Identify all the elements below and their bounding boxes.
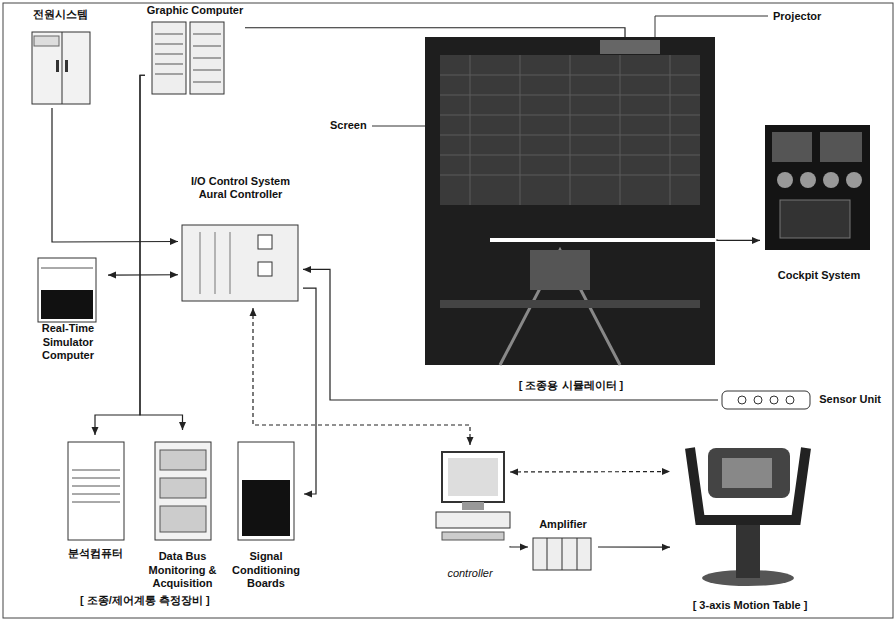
simulator-photo [425, 37, 716, 365]
connector [108, 271, 178, 278]
connector-line [245, 28, 625, 37]
arrowhead [520, 544, 528, 551]
arrowhead [752, 237, 760, 244]
arrowhead [170, 238, 178, 245]
arrowhead [250, 308, 257, 316]
cockpit-box: Cockpit System [760, 122, 878, 282]
amplifier-drawing [533, 538, 591, 570]
connector-line [303, 269, 718, 400]
connector [598, 544, 670, 551]
connector-line [108, 274, 178, 276]
arrowhead [304, 491, 312, 498]
arrowhead [662, 468, 670, 475]
simulator-photo-box: [ 조종용 시뮬레이터 ] [425, 37, 717, 392]
cabinet-drawing [32, 32, 90, 104]
data-bus-rack: Data Bus Monitoring & Acquisition [140, 430, 225, 590]
device-label: Real-Time Simulator Computer [28, 322, 108, 362]
rack-drawing [238, 442, 294, 540]
device-label: 전원시스템 [33, 8, 88, 21]
device-label: Signal Conditioning Boards [228, 550, 304, 590]
leader-line [372, 126, 425, 127]
sensor-unit: Sensor Unit [718, 385, 883, 415]
analysis-computer: 분석컴퓨터 [55, 435, 135, 560]
arrowhead [662, 544, 670, 551]
computer-drawing [68, 442, 124, 540]
rack-drawing [155, 442, 211, 540]
frame-border [3, 3, 893, 618]
connector [510, 468, 670, 475]
device-label: [ 3-axis Motion Table ] [693, 599, 808, 612]
device-label: [ 조종용 시뮬레이터 ] [519, 379, 624, 392]
computer-drawing [38, 258, 96, 322]
motion-table-drawing [690, 448, 806, 586]
device-label: 분석컴퓨터 [68, 547, 123, 560]
sensor-drawing [722, 391, 810, 409]
device-label: Sensor Unit [819, 393, 883, 406]
computer-drawing [152, 22, 224, 94]
leader-line [655, 16, 768, 37]
arrowhead [303, 266, 311, 273]
arrowhead [467, 437, 474, 445]
connector [140, 75, 186, 430]
part-label: Screen [330, 119, 367, 132]
connector-line [598, 546, 670, 547]
graphic-computer: Graphic Computer [145, 4, 245, 99]
connector [52, 108, 178, 245]
connector [303, 288, 316, 497]
connector [510, 544, 528, 551]
device-label: controller [447, 567, 492, 580]
group-caption: [ 조종/제어계통 측정장비 ] [80, 594, 210, 607]
connector-line [510, 471, 670, 473]
motion-table: [ 3-axis Motion Table ] [670, 432, 830, 612]
io-control-box: I/O Control System Aural Controller [178, 175, 303, 308]
connector [92, 75, 146, 435]
arrowhead [510, 468, 518, 475]
connector [303, 266, 718, 400]
io-rack-drawing [182, 225, 298, 301]
connector-line [253, 308, 470, 445]
connector [250, 308, 474, 445]
connector-line [303, 288, 316, 494]
device-label: Cockpit System [778, 269, 861, 282]
connector-line [140, 75, 183, 430]
device-label: Amplifier [539, 518, 587, 531]
connector [717, 237, 760, 244]
connector-line [95, 75, 145, 435]
arrowhead [170, 271, 178, 278]
simulator-computer: Real-Time Simulator Computer [28, 252, 108, 362]
device-label: Graphic Computer [147, 4, 244, 17]
amplifier-box: Amplifier [528, 518, 598, 576]
signal-boards: Signal Conditioning Boards [228, 430, 304, 590]
part-label: Projector [773, 10, 821, 23]
arrowhead [92, 427, 99, 435]
cockpit-drawing [765, 125, 870, 250]
pc-drawing [436, 452, 510, 540]
arrowhead [108, 272, 116, 279]
power-cabinet: 전원시스템 [20, 8, 100, 108]
controller-pc: controller [430, 445, 510, 580]
connector-line [52, 108, 178, 242]
arrowhead [179, 422, 186, 430]
device-label: Data Bus Monitoring & Acquisition [140, 550, 225, 590]
connector [245, 28, 625, 37]
device-label: I/O Control System Aural Controller [178, 175, 303, 201]
